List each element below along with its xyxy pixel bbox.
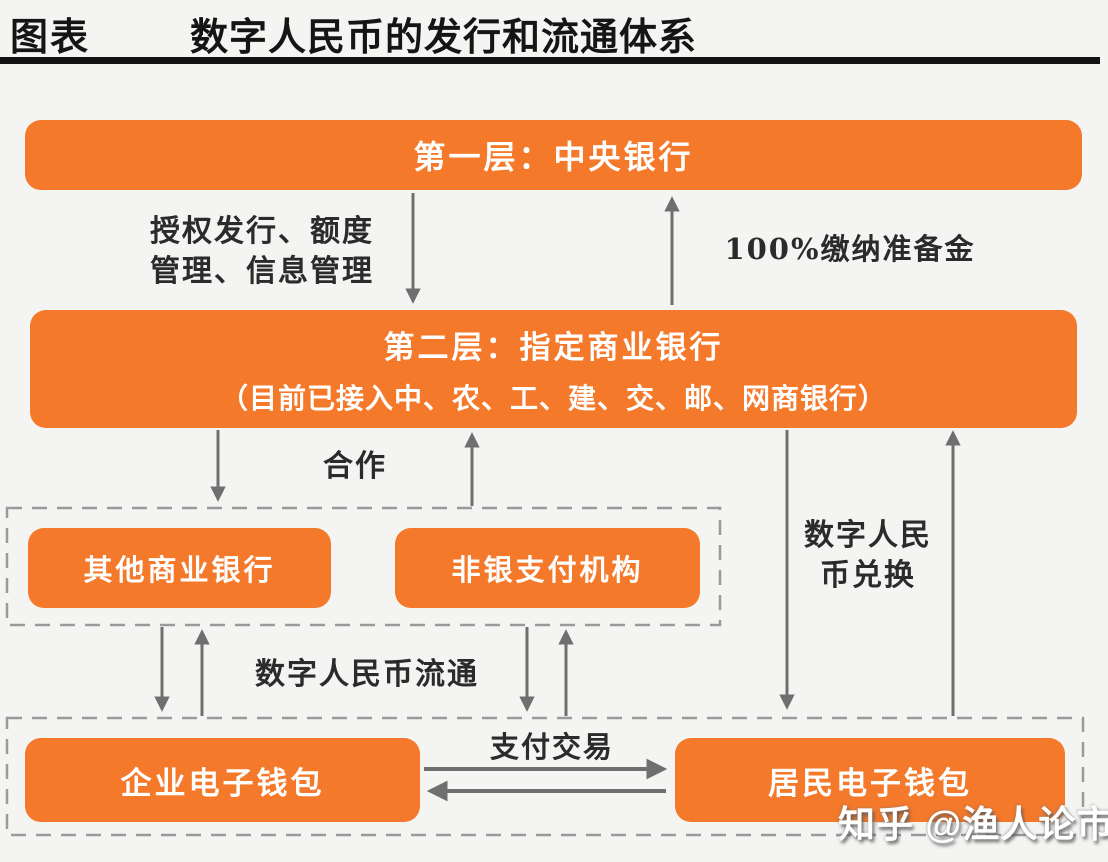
node-other-banks: 其他商业银行 [28,528,331,608]
node-other-banks-label: 其他商业银行 [83,553,276,587]
zhihu-watermark: 知乎 @渔人论市 [838,804,1108,845]
node-nonbank-payment-label: 非银支付机构 [451,553,644,587]
label-digital-rmb-exchange: 数字人民 币兑换 [804,518,932,593]
node-central-bank: 第一层：中央银行 [25,120,1082,190]
label-authorize-issue: 授权发行、额度 管理、信息管理 [150,214,374,289]
node-nonbank-payment: 非银支付机构 [395,528,700,608]
label-payment-transactions: 支付交易 [489,730,614,764]
label-reserve-100pct: 100%缴纳准备金 [724,232,976,266]
label-digital-rmb-circulation: 数字人民币流通 [255,657,479,692]
node-enterprise-wallet: 企业电子钱包 [25,738,420,822]
label-cooperation: 合作 [323,449,387,484]
node-designated-banks: 第二层：指定商业银行 （目前已接入中、农、工、建、交、邮、网商银行） [30,310,1077,428]
title-underline [0,57,1100,64]
node-designated-banks-title: 第二层：指定商业银行 [383,329,724,366]
node-central-bank-label: 第一层：中央银行 [413,138,694,176]
figure-label: 图表 [10,17,91,59]
node-designated-banks-subtitle: （目前已接入中、农、工、建、交、邮、网商银行） [219,381,887,415]
page-title: 数字人民币的发行和流通体系 [190,17,698,59]
node-enterprise-wallet-label: 企业电子钱包 [120,765,325,802]
